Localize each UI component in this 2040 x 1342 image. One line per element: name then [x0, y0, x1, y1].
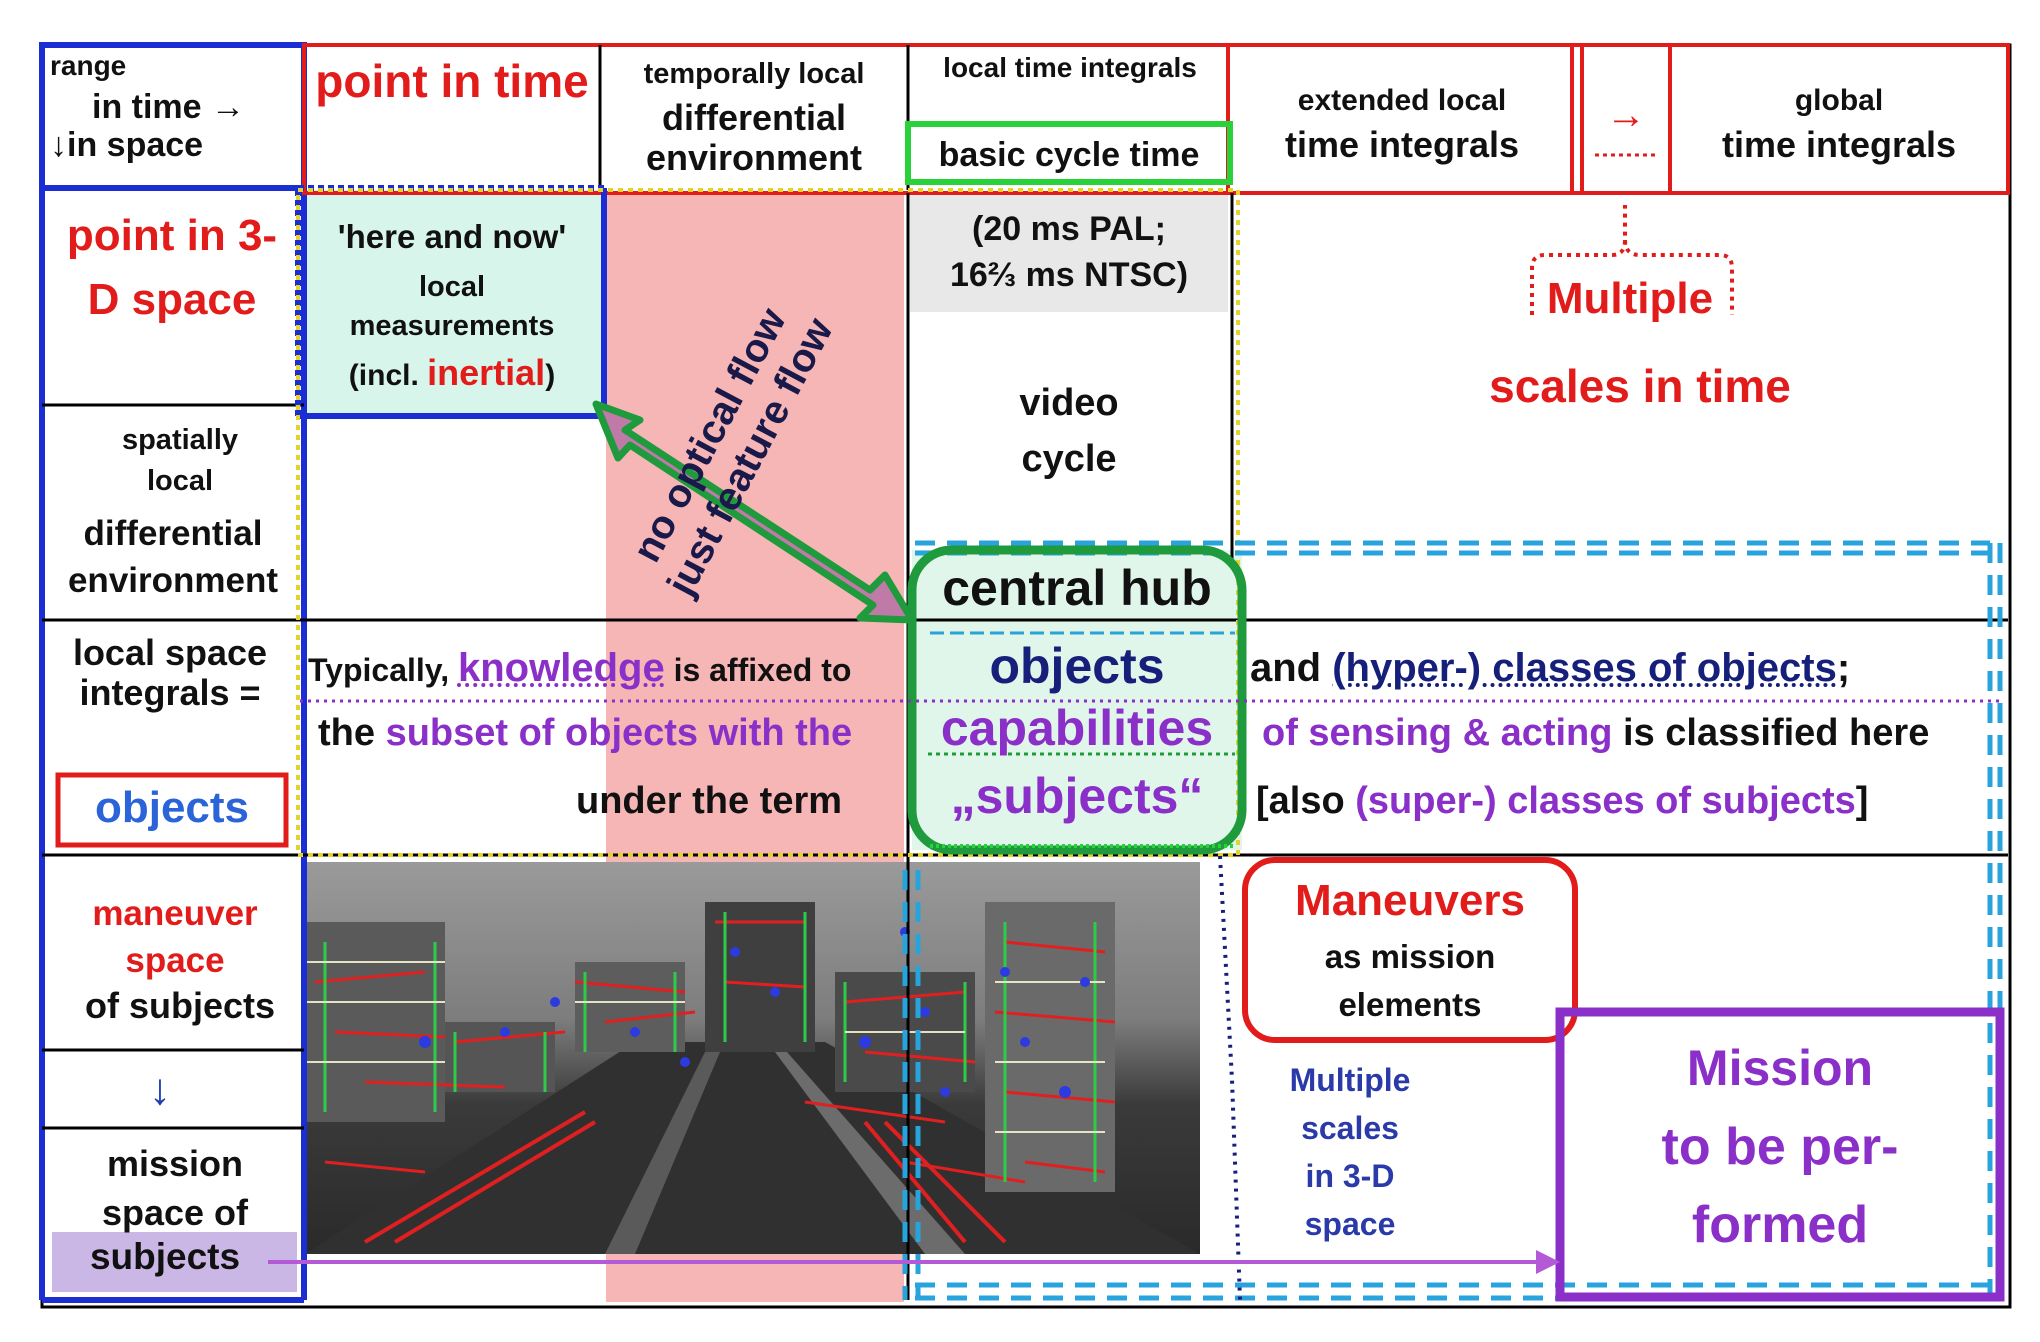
typically-text: Typically, — [308, 652, 458, 688]
local-measurements-text: local measurements — [349, 271, 555, 343]
objects-boxed-label: objects — [94, 783, 250, 832]
objects-center-text: objects — [989, 638, 1165, 694]
as-mission-text: as mission — [1324, 938, 1496, 975]
capabilities-text: capabilities — [940, 700, 1214, 756]
spatially-local-label: spatially local — [121, 424, 239, 497]
street-scene-image — [305, 862, 1200, 1254]
knowledge-text: knowledge — [457, 646, 665, 690]
lavender-subjects-fill — [52, 1232, 297, 1292]
local-time-integrals-header: local time integrals — [943, 52, 1197, 83]
in-space-label: ↓in space — [50, 126, 204, 164]
also-close-text: ] — [1855, 780, 1869, 822]
incl-open-text: (incl. — [348, 359, 428, 392]
point-in-time-header: point in time — [315, 55, 589, 107]
super-classes-text: (super-) classes of subjects — [1355, 780, 1856, 822]
is-affixed-text: is affixed to — [664, 652, 852, 688]
subjects-term-text: „subjects“ — [950, 768, 1204, 824]
formed-text: formed — [1691, 1196, 1869, 1254]
maneuver-space-label: maneuver space — [92, 894, 258, 981]
to-be-per-text: to be per- — [1661, 1118, 1899, 1176]
video-text: video — [1019, 382, 1119, 424]
basic-cycle-time-header: basic cycle time — [938, 136, 1200, 174]
multiple-scales-3d-1: Multiple — [1289, 1062, 1411, 1098]
scales-in-time-text: scales in time — [1489, 360, 1791, 412]
maneuvers-title: Maneuvers — [1295, 876, 1525, 925]
and-text: and — [1250, 646, 1333, 690]
subset-text: subset of objects with the — [385, 712, 853, 754]
super-classes-line: [also (super-) classes of subjects] — [1256, 780, 1868, 824]
point-in-3d-space-label: point in 3-D space — [66, 211, 278, 324]
multiple-text: Multiple — [1546, 274, 1714, 323]
sensing-line: of sensing & acting is classified here — [1262, 712, 1929, 756]
central-hub-title: central hub — [942, 560, 1212, 616]
knowledge-line: Typically, knowledge is affixed to — [308, 645, 851, 691]
extended-local-header: extended local — [1297, 84, 1507, 117]
in-time-label: in time → — [92, 88, 246, 126]
subset-prefix-text: the — [318, 712, 386, 754]
inertial-text: inertial — [427, 352, 546, 393]
local-space-integrals-label: local space integrals = — [72, 632, 268, 714]
mint-here-and-now-fill — [300, 190, 606, 415]
subset-line: the subset of objects with the — [318, 712, 852, 756]
gray-pal-fill — [910, 192, 1228, 312]
multiple-scales-3d-4: space — [1304, 1206, 1396, 1242]
mission-title: Mission — [1686, 1040, 1874, 1096]
multiple-scales-3d-3: in 3-D — [1305, 1158, 1395, 1194]
temporally-local-header: temporally local — [643, 58, 865, 90]
cycle-text: cycle — [1021, 438, 1117, 480]
semicolon-text: ; — [1836, 646, 1851, 690]
ntsc-text: 16⅔ ms NTSC) — [949, 256, 1189, 294]
hyper-classes-line: and (hyper-) classes of objects; — [1250, 645, 1850, 691]
extended-time-integrals-header: time integrals — [1284, 124, 1520, 165]
header-arrow-icon: → — [1606, 93, 1646, 137]
down-arrow-icon: ↓ — [149, 1065, 171, 1114]
range-label: range — [50, 50, 127, 81]
row-differential-environment-label: differential environment — [67, 514, 279, 601]
hyper-classes-text: (hyper-) classes of objects — [1332, 646, 1837, 690]
global-time-integrals-header: time integrals — [1721, 124, 1957, 165]
under-the-term-text: under the term — [576, 780, 843, 822]
incl-inertial-text: (incl. inertial) — [300, 352, 604, 394]
of-subjects-label: of subjects — [84, 985, 276, 1026]
elements-text: elements — [1338, 986, 1482, 1023]
differential-environment-header: differential environment — [645, 97, 863, 178]
here-and-now-text: 'here and now' — [337, 218, 567, 255]
incl-close-text: ) — [545, 359, 556, 392]
multiple-scales-3d-2: scales — [1301, 1110, 1399, 1146]
global-header: global — [1794, 84, 1884, 117]
pal-text: (20 ms PAL; — [972, 210, 1166, 248]
subjects-row-label: subjects — [89, 1236, 241, 1277]
mission-space-of-label: mission space of — [101, 1143, 249, 1233]
sensing-text: of sensing & acting — [1262, 712, 1613, 754]
classified-text: is classified here — [1612, 712, 1930, 754]
also-text: [also — [1256, 780, 1356, 822]
